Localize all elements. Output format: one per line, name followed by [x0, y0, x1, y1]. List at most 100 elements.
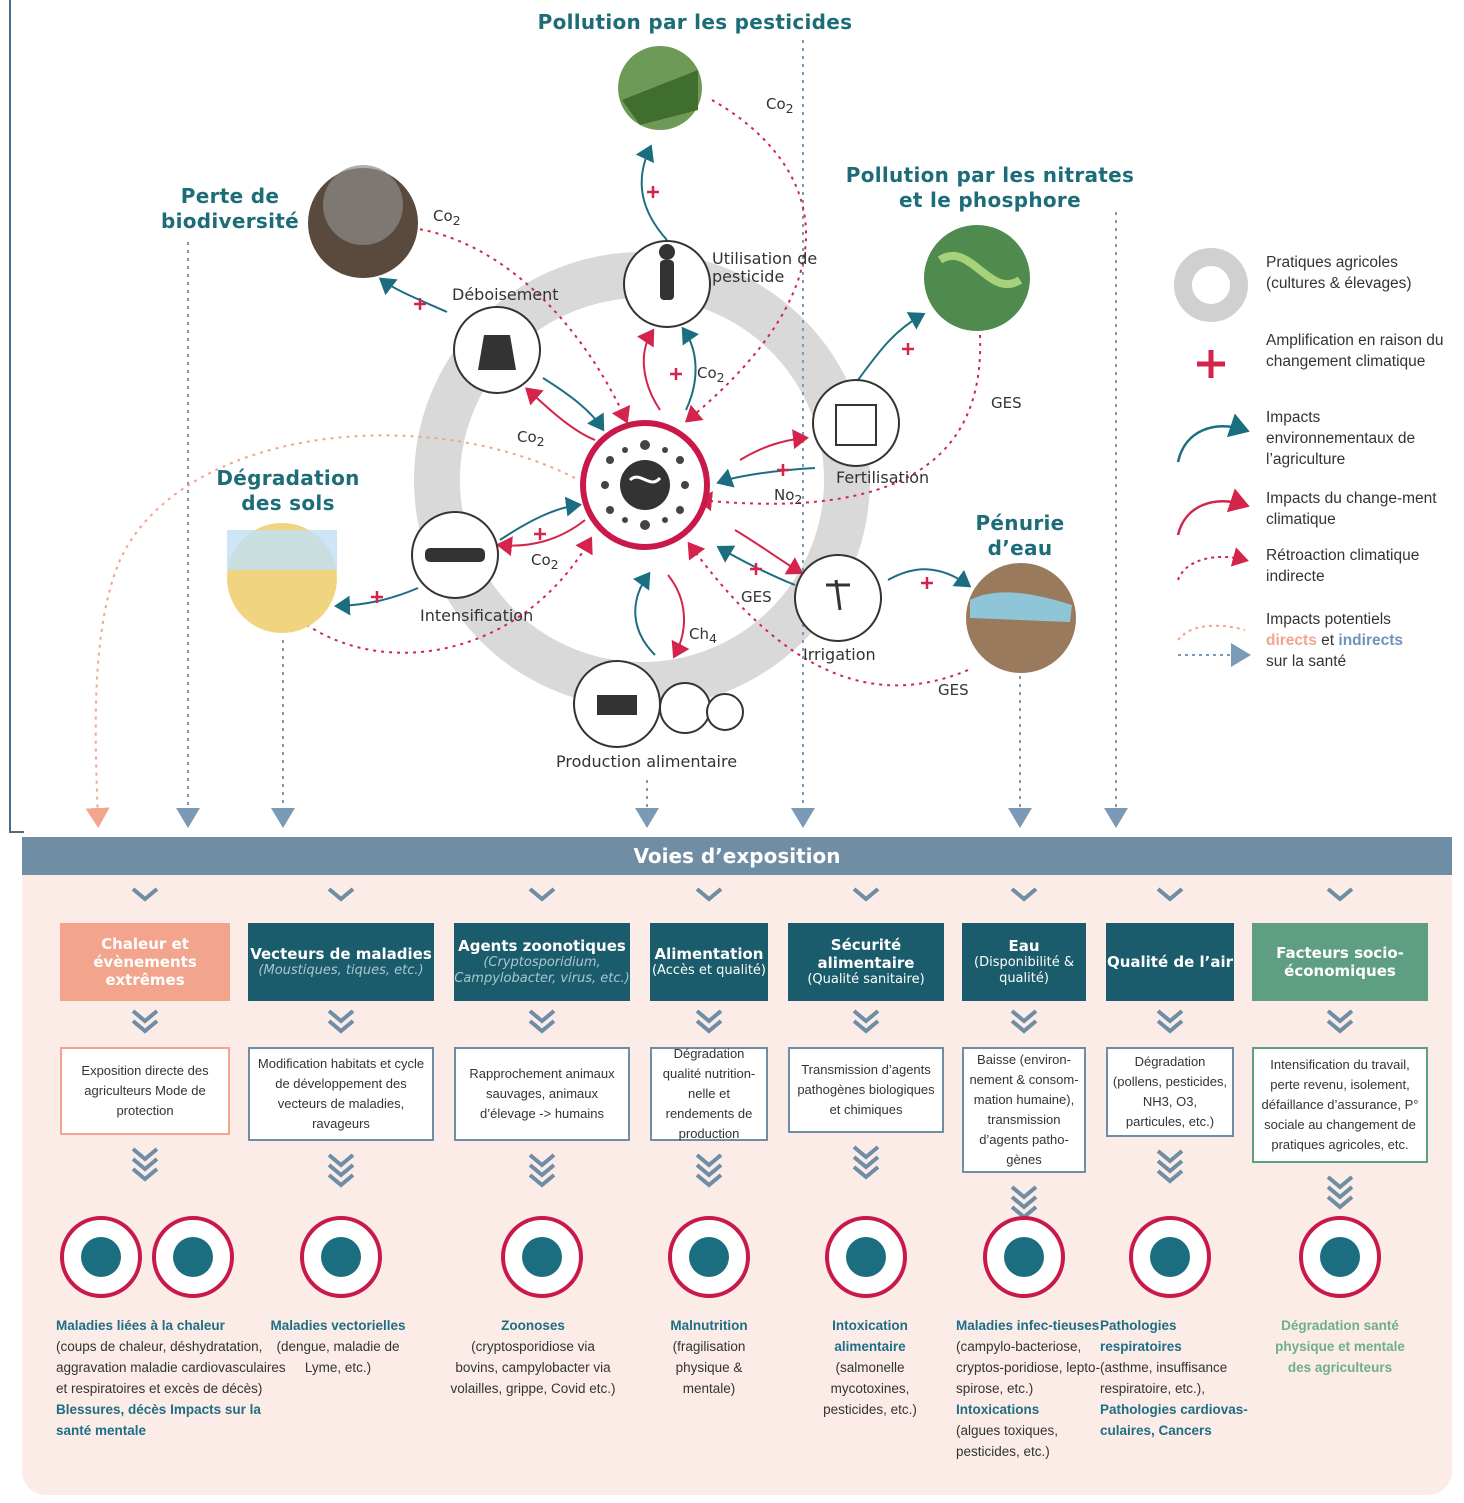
health-outcome: Intoxication alimentaire (salmonelle myco… [810, 1315, 930, 1420]
health-outcome-title: Dégradation santé physique et mentale de… [1275, 1318, 1405, 1375]
health-outcome-icon [1128, 1215, 1212, 1303]
exposure-header: Chaleur et évènements extrêmes [60, 923, 230, 1001]
exposure-header-title: Sécurité alimentaire [817, 936, 915, 972]
exposure-header-title: Alimentation [654, 945, 764, 963]
legend-teal-arrow [1176, 413, 1250, 463]
chevron-down-icon [1010, 887, 1038, 907]
mechanism-box: Baisse (environ-nement & consom-mation h… [962, 1047, 1086, 1173]
legend-ring-icon [1174, 248, 1248, 322]
health-outcome-icon [151, 1215, 235, 1303]
legend-practices: Pratiques agricoles (cultures & élevages… [1266, 254, 1412, 292]
exposure-header: Facteurs socio-économiques [1252, 923, 1428, 1001]
health-outcome-title: Intoxication alimentaire [832, 1318, 908, 1354]
mechanism-box: Intensification du travail, perte revenu… [1252, 1047, 1428, 1163]
climate-agriculture-diagram: Pollution par les pesticides Perte de bi… [9, 0, 1444, 833]
health-outcome-detail: (algues toxiques, pesticides, etc.) [956, 1423, 1059, 1459]
health-outcome-detail: (asthme, insuffisance respiratoire, etc.… [1100, 1360, 1228, 1396]
exposure-header-title: Vecteurs de maladies [250, 945, 432, 963]
exposure-header: Qualité de l’air [1106, 923, 1234, 1001]
title-nitrates: Pollution par les nitrates et le phospho… [845, 163, 1135, 212]
exposure-header-sub: (Qualité sanitaire) [807, 972, 925, 987]
gas-co2-biodiversity: Co2 [433, 207, 461, 228]
gas-co2-deforestation: Co2 [517, 428, 545, 449]
chevron-down-icon [131, 1147, 159, 1187]
exposure-header-title: Qualité de l’air [1106, 953, 1234, 971]
gas-co2-intensification: Co2 [531, 551, 559, 572]
health-outcome-title: Maladies vectorielles [270, 1318, 406, 1333]
chevron-down-icon [1326, 1175, 1354, 1215]
nitrates-photo [924, 225, 1030, 331]
health-outcome-title: Malnutrition [670, 1318, 748, 1333]
legend-feedback-arrow [1177, 547, 1249, 581]
gas-ges-irrigation: GES [741, 588, 772, 606]
chevron-down-icon [1010, 1009, 1038, 1039]
health-outcome-title: Zoonoses [501, 1318, 565, 1333]
health-outcome-icon [1298, 1215, 1382, 1303]
health-outcome-title: Intoxications [956, 1402, 1040, 1417]
gas-no2: No2 [774, 486, 803, 507]
mechanism-box: Dégradation qualité nutrition-nelle et r… [650, 1046, 768, 1141]
chevron-down-icon [695, 887, 723, 907]
gas-ges-nitrates: GES [991, 394, 1022, 412]
legend-env-impacts: Impacts environnementaux de l’agricultur… [1266, 409, 1416, 468]
gas-ch4: Ch4 [689, 625, 717, 646]
exposure-header-sub: (Disponibilité & qualité) [974, 955, 1074, 986]
chevron-down-icon [327, 1153, 355, 1193]
title-pesticides: Pollution par les pesticides [537, 10, 853, 34]
diagram-graphics [9, 0, 1251, 833]
exposure-header-sub: (Accès et qualité) [651, 963, 766, 978]
health-outcome: Zoonoses (cryptosporidiose via bovins, ca… [448, 1315, 618, 1399]
mechanism-box: Exposition directe des agriculteurs Mode… [60, 1047, 230, 1135]
health-outcome: Maladies vectorielles (dengue, maladie de… [258, 1315, 418, 1378]
label-intensification: Intensification [420, 606, 534, 625]
exposure-header: Agents zoonotiques(Cryptosporidium, Camp… [454, 923, 630, 1001]
mechanism-box: Modification habitats et cycle de dévelo… [248, 1047, 434, 1141]
legend-red-arrow [1176, 488, 1250, 536]
legend-health: Impacts potentiels directs et indirects … [1266, 611, 1404, 670]
chevron-down-icon [852, 1145, 880, 1185]
legend-amplification: Amplification en raison du changement cl… [1266, 332, 1444, 370]
frame-line [9, 0, 24, 833]
chevron-down-icon [528, 1009, 556, 1039]
heat-health-line [85, 434, 576, 828]
chevron-down-icon [1156, 1149, 1184, 1189]
health-outcome-title: Maladies infec-tieuses [956, 1318, 1100, 1333]
label-fertilisation: Fertilisation [836, 468, 930, 487]
chevron-down-icon [528, 887, 556, 907]
legend-orange-arrow [1177, 624, 1246, 641]
exposure-header-title: Chaleur et évènements extrêmes [93, 935, 197, 989]
mechanism-box: Rapprochement animaux sauvages, animaux … [454, 1047, 630, 1141]
exposure-header-title: Eau [1008, 937, 1040, 955]
exposure-pathways-bar: Voies d’exposition [22, 837, 1452, 875]
health-outcome-title: Pathologies respiratoires [1100, 1318, 1182, 1354]
health-outcome-detail: (salmonelle mycotoxines, pesticides, etc… [823, 1360, 917, 1417]
gas-co2-pesticide: Co2 [766, 95, 794, 116]
legend-feedback: Rétroaction climatique indirecte [1266, 547, 1420, 585]
label-food-production: Production alimentaire [556, 752, 738, 771]
gas-ges-water: GES [938, 681, 969, 699]
health-outcome-icon [299, 1215, 383, 1303]
health-outcome-title: Blessures, décès Impacts sur la santé me… [56, 1402, 261, 1438]
exposure-header-title: Agents zoonotiques [458, 937, 626, 955]
legend-plus-icon [1197, 350, 1225, 378]
health-outcome-detail: (cryptosporidiose via bovins, campylobac… [450, 1339, 616, 1396]
health-outcome-detail: (dengue, maladie de Lyme, etc.) [276, 1339, 400, 1375]
health-outcome: Maladies infec-tieuses(campylo-bacterios… [956, 1315, 1104, 1462]
title-soils: Dégradation des sols [216, 466, 360, 515]
chevron-down-icon [695, 1153, 723, 1193]
chevron-down-icon [528, 1153, 556, 1193]
chevron-down-icon [852, 887, 880, 907]
health-outcome-title: Pathologies cardiovas-culaires, Cancers [1100, 1402, 1248, 1438]
title-biodiversity: Perte de biodiversité [160, 184, 300, 233]
health-outcome-detail: (coups de chaleur, déshydratation, aggra… [56, 1339, 286, 1396]
exposure-header-sub: (Cryptosporidium, Campylobacter, virus, … [454, 955, 630, 986]
health-outcome-icon [667, 1215, 751, 1303]
mechanism-box: Dégradation (pollens, pesticides, NH3, O… [1106, 1047, 1234, 1137]
chevron-down-icon [1156, 1009, 1184, 1039]
globe-icon [620, 460, 670, 510]
chevron-down-icon [1326, 887, 1354, 907]
chevron-down-icon [131, 887, 159, 907]
health-outcome-icon [59, 1215, 143, 1303]
mechanism-box: Transmission d’agents pathogènes biologi… [788, 1047, 944, 1133]
exposure-header: Eau(Disponibilité & qualité) [962, 923, 1086, 1001]
